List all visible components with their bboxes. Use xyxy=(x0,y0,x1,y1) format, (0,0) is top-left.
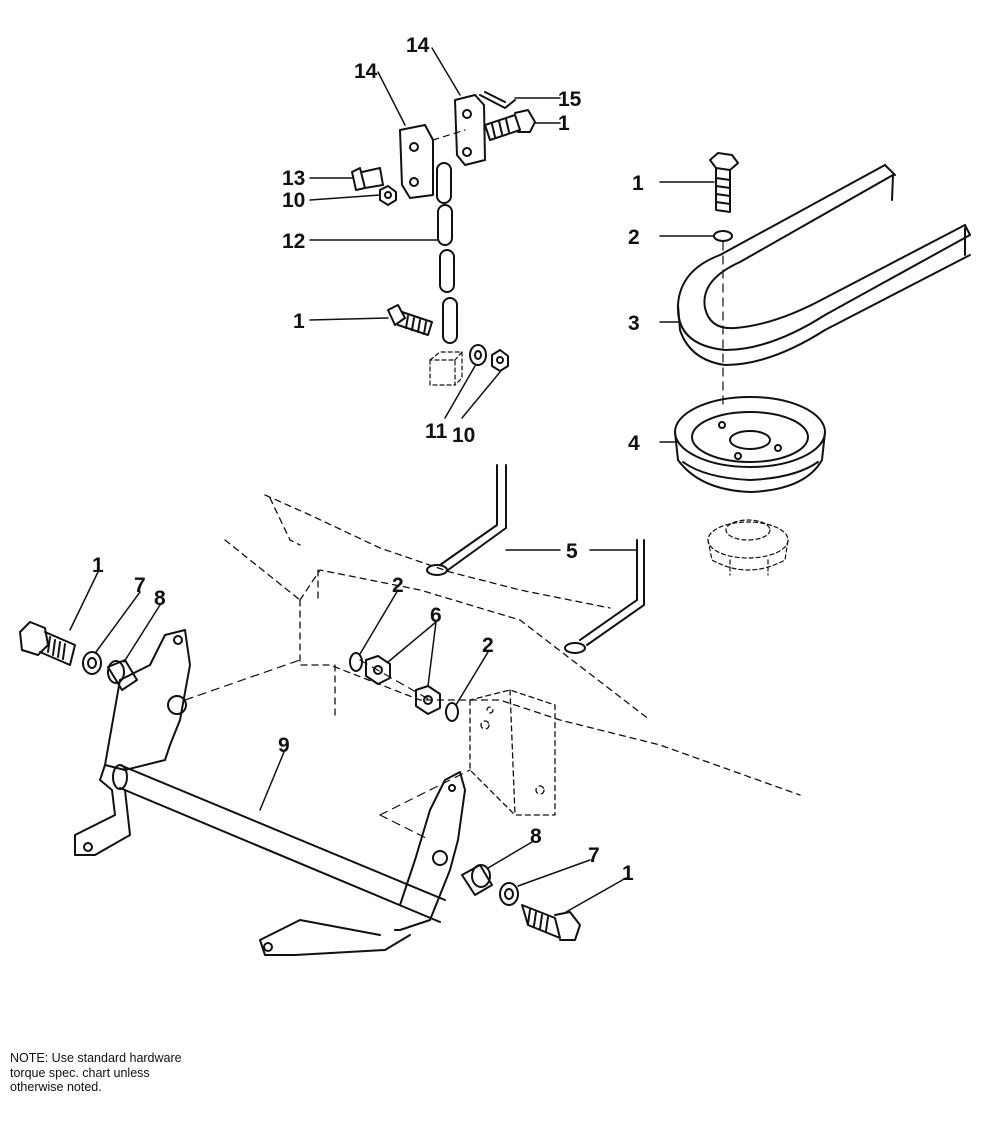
anchor-block xyxy=(429,351,463,386)
lock-washer-right xyxy=(445,702,459,722)
callout-15: 15 xyxy=(558,88,582,111)
left-spacer xyxy=(107,659,138,691)
pulley-washer xyxy=(713,230,733,242)
callout-labels: 14 14 15 1 13 10 12 1 11 10 1 2 3 4 5 1 … xyxy=(92,34,644,885)
cotter-pin xyxy=(479,91,516,109)
right-washer xyxy=(499,882,519,906)
top-bolt xyxy=(484,109,536,141)
pulley xyxy=(674,396,826,493)
callout-1-left: 1 xyxy=(92,554,104,577)
frame-outline xyxy=(224,494,801,796)
callout-11: 11 xyxy=(425,420,448,443)
callout-14a: 14 xyxy=(354,60,378,83)
rod-left xyxy=(426,464,507,576)
callout-7-left: 7 xyxy=(134,574,146,597)
hardware-note: NOTE: Use standard hardware torque spec.… xyxy=(10,1051,270,1095)
callout-7-right: 7 xyxy=(588,844,600,867)
note-line: NOTE: Use standard hardware xyxy=(10,1051,182,1065)
belt xyxy=(676,164,971,366)
callout-3: 3 xyxy=(628,312,640,335)
frame-bracket xyxy=(469,689,556,816)
callout-10-upper: 10 xyxy=(282,189,305,212)
left-washer xyxy=(82,651,102,675)
callout-1-top: 1 xyxy=(558,112,570,135)
callout-12: 12 xyxy=(282,230,305,253)
callout-6: 6 xyxy=(430,604,442,627)
right-bolt xyxy=(521,904,581,941)
callout-13: 13 xyxy=(282,167,305,190)
mid-bolt xyxy=(387,304,433,336)
pin-13 xyxy=(351,167,384,191)
link-plate-right xyxy=(454,94,486,166)
callout-2-right: 2 xyxy=(482,634,494,657)
callout-5: 5 xyxy=(566,540,578,563)
callout-10-lower: 10 xyxy=(452,424,475,447)
leader-lines xyxy=(69,47,715,913)
right-spacer xyxy=(461,864,493,896)
rod-right xyxy=(564,539,645,654)
callout-14b: 14 xyxy=(406,34,430,57)
callout-2-left: 2 xyxy=(392,574,404,597)
assembly-lines xyxy=(184,659,471,841)
link-plate-left xyxy=(399,124,434,199)
deck-bracket xyxy=(74,629,466,956)
callout-8-right: 8 xyxy=(530,825,542,848)
callout-1-mid: 1 xyxy=(293,310,305,333)
callout-8-left: 8 xyxy=(154,587,166,610)
nut-10-bottom xyxy=(491,349,509,372)
spindle-hub xyxy=(707,519,789,576)
small-nut-10 xyxy=(379,185,397,206)
left-bolt xyxy=(19,621,76,666)
washer-11 xyxy=(469,344,487,366)
lock-washer-left xyxy=(349,652,363,672)
callout-1-right: 1 xyxy=(622,862,634,885)
callout-1-pulley: 1 xyxy=(632,172,644,195)
callout-4: 4 xyxy=(628,432,640,455)
callout-2-pulley: 2 xyxy=(628,226,640,249)
note-line: otherwise noted. xyxy=(10,1080,102,1094)
note-line: torque spec. chart unless xyxy=(10,1065,150,1080)
chain xyxy=(436,162,458,344)
callout-9: 9 xyxy=(278,734,290,757)
nut-left xyxy=(365,655,391,685)
pulley-bolt xyxy=(709,152,739,213)
